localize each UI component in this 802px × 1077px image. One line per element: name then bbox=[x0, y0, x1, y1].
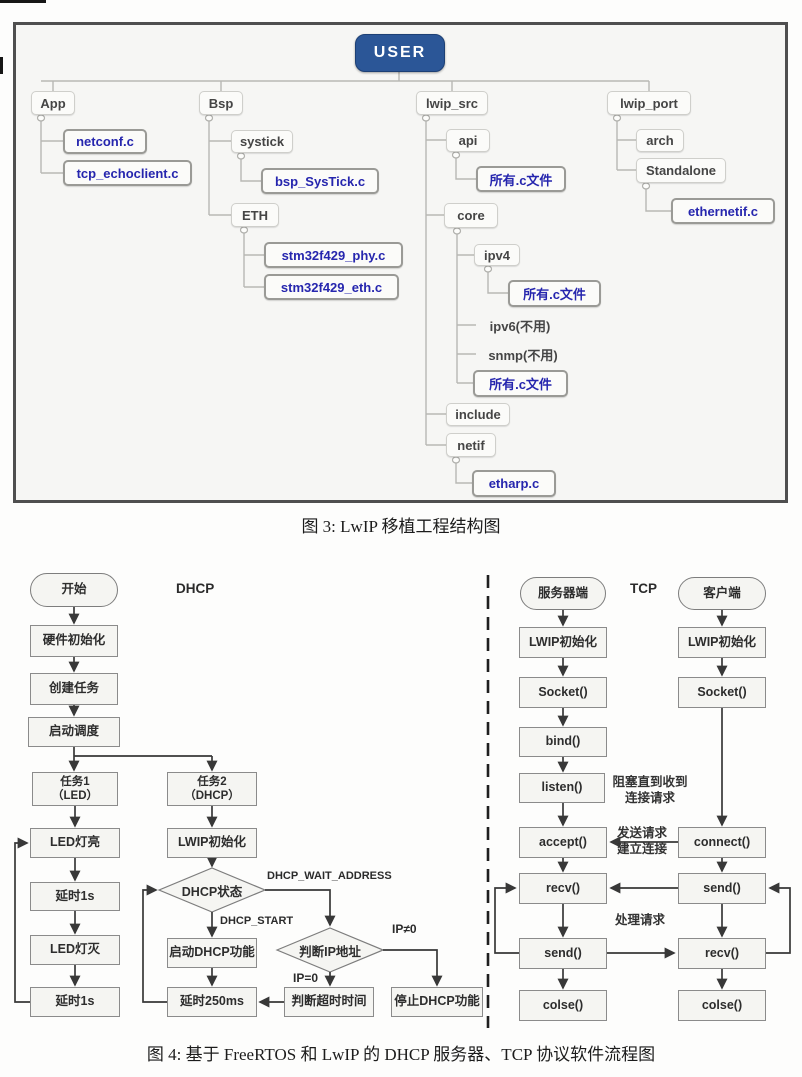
note-handle-request: 处理请求 bbox=[614, 913, 665, 927]
flow-delay-1s-a: 延时1s bbox=[30, 882, 120, 911]
flow-client-terminal: 客户端 bbox=[678, 577, 766, 610]
flow-led-off: LED灯灭 bbox=[30, 935, 120, 965]
tree-file-ethernetif: ethernetif.c bbox=[671, 198, 775, 224]
flow-srv-send: send() bbox=[519, 938, 607, 969]
task1-line2: （LED） bbox=[52, 790, 98, 802]
figure3-project-structure: USER App netconf.c tcp_echoclient.c Bsp … bbox=[13, 22, 788, 503]
tree-node-include: include bbox=[446, 403, 510, 426]
task2-line1: 任务2 bbox=[197, 775, 227, 788]
tree-file-all-c-3: 所有.c文件 bbox=[473, 370, 568, 397]
flow-task1-led: 任务1 （LED） bbox=[32, 772, 118, 806]
tree-node-lwip-port: lwip_port bbox=[607, 91, 691, 115]
note-block-line1: 阻塞直到收到 bbox=[612, 775, 688, 789]
flow-start-scheduler: 启动调度 bbox=[28, 717, 120, 747]
note-block-until-request: 阻塞直到收到 连接请求 bbox=[608, 775, 692, 806]
tree-node-arch: arch bbox=[636, 129, 684, 152]
flow-cli-lwip-init: LWIP初始化 bbox=[678, 627, 766, 658]
figure4-caption: 图 4: 基于 FreeRTOS 和 LwIP 的 DHCP 服务器、TCP 协… bbox=[146, 1045, 656, 1064]
flow-lwip-init-task2: LWIP初始化 bbox=[167, 828, 257, 858]
scan-artifact-left bbox=[0, 57, 3, 74]
flow-cli-send: send() bbox=[678, 873, 766, 904]
flow-dhcp-state-decision: DHCP状态 bbox=[181, 884, 243, 899]
tree-file-stm32-eth: stm32f429_eth.c bbox=[264, 274, 399, 300]
flow-srv-lwip-init: LWIP初始化 bbox=[519, 627, 607, 658]
tree-file-stm32-phy: stm32f429_phy.c bbox=[264, 242, 403, 268]
tree-file-all-c-1: 所有.c文件 bbox=[476, 166, 566, 192]
flow-server-terminal: 服务器端 bbox=[520, 577, 606, 610]
figure3-caption: 图 3: LwIP 移植工程结构图 bbox=[301, 517, 501, 536]
note-sendreq-line2: 建立连接 bbox=[616, 841, 667, 856]
note-send-request: 发送请求 建立连接 bbox=[612, 826, 672, 857]
flow-start-dhcp: 启动DHCP功能 bbox=[167, 938, 257, 968]
tree-node-systick: systick bbox=[231, 130, 293, 153]
flow-hw-init: 硬件初始化 bbox=[30, 625, 118, 657]
task2-line2: （DHCP） bbox=[184, 790, 240, 802]
tree-file-netconf: netconf.c bbox=[63, 129, 147, 154]
tree-node-netif: netif bbox=[446, 433, 496, 457]
flow-bind: bind() bbox=[519, 727, 607, 757]
figure4-flowcharts: DHCP TCP 开始 硬件初始化 创建任务 启动调度 任务1 （LED） 任务… bbox=[0, 565, 802, 1035]
tree-node-ipv4: ipv4 bbox=[474, 244, 520, 266]
flow-srv-close: colse() bbox=[519, 990, 607, 1021]
flow-listen: listen() bbox=[519, 773, 605, 803]
flow-task2-dhcp: 任务2 （DHCP） bbox=[167, 772, 257, 806]
scan-artifact-top bbox=[0, 0, 46, 3]
label-ip-not-zero: IP≠0 bbox=[392, 922, 417, 936]
flow-srv-socket: Socket() bbox=[519, 677, 607, 708]
tree-node-snmp: snmp(不用) bbox=[488, 347, 558, 363]
task1-line1: 任务1 bbox=[60, 775, 90, 788]
flow-delay-250ms: 延时250ms bbox=[167, 987, 257, 1017]
tree-file-all-c-2: 所有.c文件 bbox=[508, 280, 601, 307]
flow-connect: connect() bbox=[678, 827, 766, 858]
label-ip-zero: IP=0 bbox=[293, 971, 319, 985]
user-root-node: USER bbox=[355, 34, 445, 72]
tree-node-eth: ETH bbox=[231, 203, 279, 227]
flow-stop-dhcp: 停止DHCP功能 bbox=[391, 987, 483, 1017]
tcp-section-title: TCP bbox=[630, 581, 657, 596]
flow-accept: accept() bbox=[519, 827, 607, 858]
flow-cli-recv: recv() bbox=[678, 938, 766, 969]
flow-cli-socket: Socket() bbox=[678, 677, 766, 708]
flow-cli-close: colse() bbox=[678, 990, 766, 1021]
figure3-connector-lines bbox=[36, 70, 671, 484]
figure4-arrows bbox=[14, 575, 791, 1028]
tree-file-bsp-systick: bsp_SysTick.c bbox=[261, 168, 379, 194]
flow-srv-recv: recv() bbox=[519, 873, 607, 904]
tree-node-bsp: Bsp bbox=[199, 91, 243, 115]
tree-file-etharp: etharp.c bbox=[472, 470, 556, 497]
flow-judge-timeout: 判断超时时间 bbox=[284, 987, 374, 1017]
tree-node-api: api bbox=[446, 129, 490, 152]
tree-node-app: App bbox=[31, 91, 75, 115]
dhcp-section-title: DHCP bbox=[176, 581, 215, 596]
tree-node-core: core bbox=[444, 203, 498, 228]
note-sendreq-line1: 发送请求 bbox=[616, 826, 667, 840]
tree-node-lwip-src: lwip_src bbox=[416, 91, 488, 115]
tree-branch-dots bbox=[36, 114, 651, 464]
flow-delay-1s-b: 延时1s bbox=[30, 987, 120, 1017]
tree-node-standalone: Standalone bbox=[636, 158, 726, 183]
flow-create-task: 创建任务 bbox=[30, 673, 118, 705]
flow-judge-ip-decision: 判断IP地址 bbox=[299, 944, 361, 959]
tree-node-ipv6: ipv6(不用) bbox=[489, 318, 551, 334]
label-dhcp-start: DHCP_START bbox=[220, 915, 294, 927]
flow-led-on: LED灯亮 bbox=[30, 828, 120, 858]
tree-file-tcp-echoclient: tcp_echoclient.c bbox=[63, 160, 192, 186]
decision-diamonds bbox=[157, 867, 385, 973]
note-block-line2: 连接请求 bbox=[624, 790, 675, 805]
label-dhcp-wait-address: DHCP_WAIT_ADDRESS bbox=[267, 870, 392, 882]
flow-start-terminal: 开始 bbox=[30, 573, 118, 607]
